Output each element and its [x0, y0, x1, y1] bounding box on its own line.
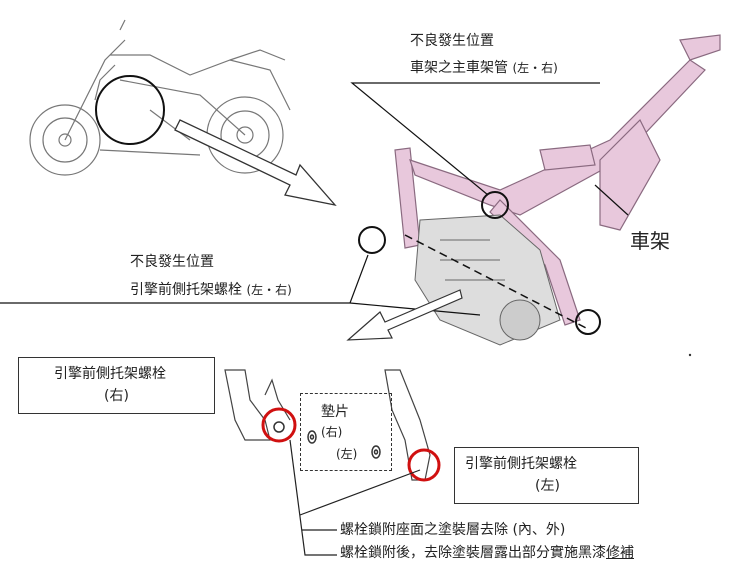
frame-label: 車架 — [630, 229, 670, 253]
left-bolt-side: (左) — [535, 478, 560, 494]
left-bolt-circle — [358, 226, 386, 254]
instruction-leader — [289, 439, 421, 556]
zoom-arrow-icon — [174, 119, 337, 207]
frame-pipe-location: 車架之主車架管 — [410, 60, 508, 76]
instruction-line-1: 螺栓鎖附座面之塗裝層去除 (內、外) — [340, 522, 566, 538]
frame-pipe-sides: (左・右) — [512, 61, 558, 75]
bracket-bolt-sides: (左・右) — [246, 283, 292, 297]
frame-label-leader — [594, 184, 629, 216]
left-bolt-box: 引擎前側托架螺栓 (左) — [454, 447, 639, 504]
problem-area-circle — [95, 75, 165, 145]
right-bolt-name: 引擎前側托架螺栓 — [54, 366, 166, 382]
left-bolt-name: 引擎前側托架螺栓 — [465, 456, 577, 472]
frame-pipe-circle — [481, 191, 509, 219]
left-bracket-red-circle — [407, 448, 441, 482]
instruction-line-2: 螺栓鎖附後，去除塗裝層露出部分實施黑漆修補 — [340, 545, 634, 561]
right-bolt-side: (右) — [104, 388, 129, 404]
washer-left: (左) — [336, 447, 358, 461]
right-bracket-red-circle — [261, 407, 297, 443]
bracket-bolt-callout-location: 引擎前側托架螺栓 (左・右) — [130, 282, 292, 298]
frame-pipe-callout-location: 車架之主車架管 (左・右) — [410, 60, 558, 76]
detail-arrow-icon — [346, 289, 463, 341]
washer-box: 墊片 (右) (左) — [300, 393, 392, 471]
bolt-axis-line — [404, 234, 591, 331]
frame-pipe-callout-title: 不良發生位置 — [410, 33, 494, 49]
washer-right: (右) — [321, 425, 343, 439]
washer-name: 墊片 — [321, 404, 349, 420]
bracket-bolt-location: 引擎前側托架螺栓 — [130, 282, 242, 298]
right-bolt-box: 引擎前側托架螺栓 (右) — [18, 357, 215, 414]
washer-icon — [307, 430, 381, 459]
frame-pipe-leader — [350, 82, 600, 196]
detail-bracket-right — [224, 369, 291, 441]
instruction-line-2-main: 螺栓鎖附後，去除塗裝層露出部分實施黑漆 — [340, 545, 606, 561]
engine-illustration — [414, 214, 561, 346]
right-bolt-circle — [575, 309, 601, 335]
motorcycle-illustration — [29, 19, 291, 176]
instruction-line-2-underlined: 修補 — [606, 545, 634, 561]
bracket-bolt-callout-title: 不良發生位置 — [130, 254, 214, 270]
